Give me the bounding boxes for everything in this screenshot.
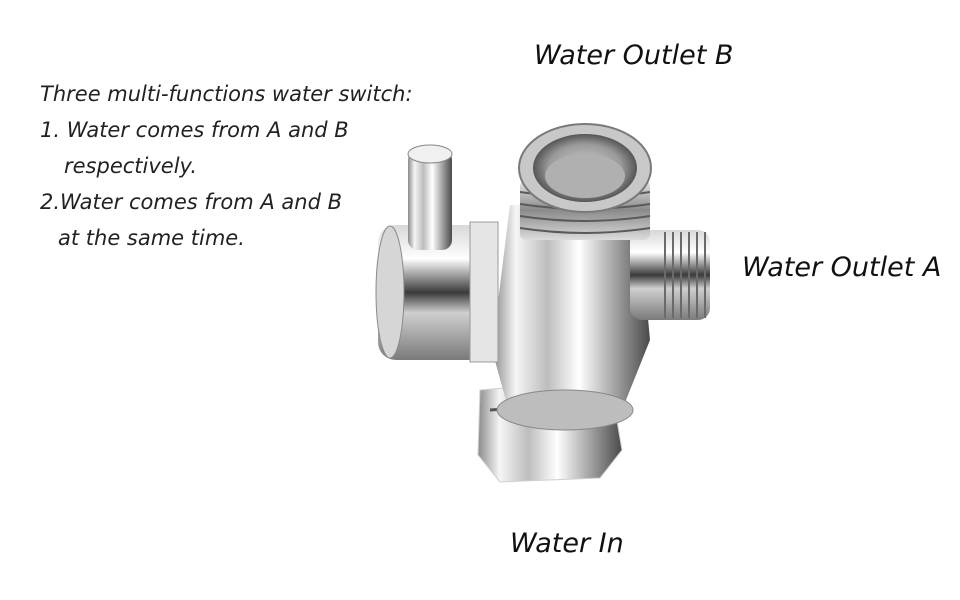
outlet-a-label: Water Outlet A <box>742 252 942 283</box>
feature-heading: Three multi-functions water switch: <box>40 82 413 106</box>
diverter-valve-image <box>375 123 710 483</box>
outlet-b-label: Water Outlet B <box>534 40 734 71</box>
feature-item-2-line-1: 2.Water comes from A and B <box>40 190 343 214</box>
feature-item-2-line-2: at the same time. <box>58 226 245 250</box>
feature-description: Three multi-functions water switch: 1. W… <box>40 76 413 256</box>
feature-item-1-line-2: respectively. <box>64 154 198 178</box>
feature-item-1-line-1: 1. Water comes from A and B <box>40 118 349 142</box>
water-in-label: Water In <box>510 528 624 559</box>
